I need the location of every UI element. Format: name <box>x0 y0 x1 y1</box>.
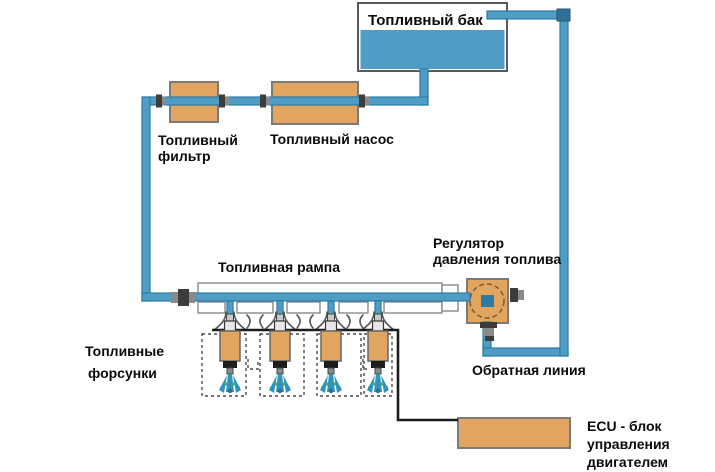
fuel-level <box>360 30 505 69</box>
fuel-filter-label-line2: фильтр <box>158 148 211 164</box>
fuel-injector-2 <box>268 313 292 394</box>
rail-pipe <box>141 292 471 302</box>
pressure-regulator-label-line2: давления топлива <box>433 251 561 267</box>
vacuum-nipple-icon <box>510 288 524 302</box>
pump-filter-pipe <box>143 96 429 106</box>
fuel-tank <box>357 2 508 72</box>
ecu-label-line1: ECU - блок <box>587 418 663 434</box>
ecu-box <box>457 417 571 449</box>
ecu-label-line2: управления <box>587 436 670 452</box>
pipe-fittings <box>156 94 524 341</box>
ecu-label-line3: двигателем <box>587 454 668 470</box>
fuel-pump-label: Топливный насос <box>270 131 394 147</box>
fuel-tank-label: Топливный бак <box>368 12 483 29</box>
return-line-pipe <box>482 347 569 357</box>
pressure-regulator-label-line1: Регулятор <box>433 235 504 251</box>
fuel-injector-1 <box>218 313 242 394</box>
supply-down-pipe <box>141 96 151 302</box>
fuel-injectors-label-line1: Топливные <box>85 343 164 359</box>
regulator-valve <box>481 295 494 307</box>
return-riser-pipe <box>559 10 569 357</box>
ecu-wire <box>212 328 458 422</box>
fuel-filter-label-line1: Топливный <box>158 132 238 148</box>
fuel-injector-3 <box>319 313 343 394</box>
return-line-label: Обратная линия <box>472 362 586 378</box>
fuel-injector-4 <box>366 313 390 394</box>
return-pipe-elbow <box>556 8 571 22</box>
tank-return-pipe <box>486 10 568 20</box>
intake-funnels <box>213 311 395 331</box>
fuel-injectors-label-line2: форсунки <box>88 365 157 381</box>
fuel-rail-label: Топливная рампа <box>218 259 340 275</box>
